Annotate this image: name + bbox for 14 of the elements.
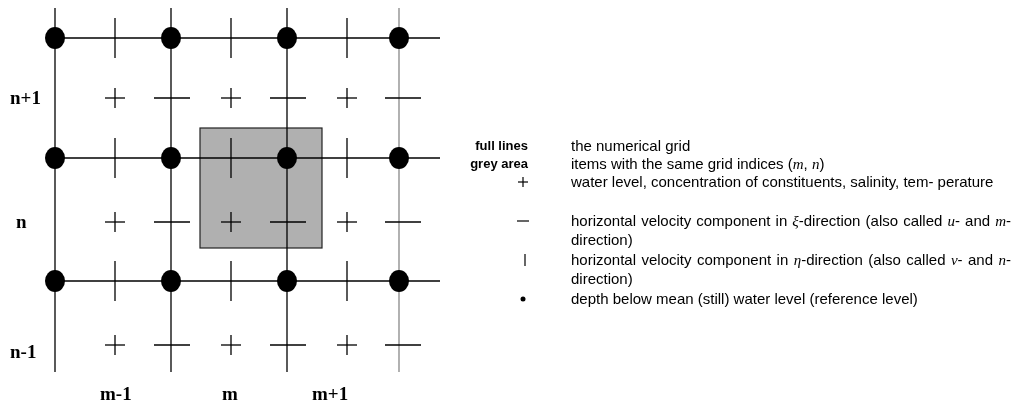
legend-term: full lines [475, 137, 528, 154]
grid-index-label: m-1 [100, 384, 132, 404]
grid-index-label: n+1 [10, 88, 41, 108]
grid-index-label: m [222, 384, 238, 404]
legend-text: items with the same grid indices (m, n) [571, 155, 826, 174]
legend-text: horizontal velocity component in η-direction (also called v- and n-direction) [571, 251, 1011, 287]
legend-term: grey area [470, 155, 528, 172]
legend-text: depth below mean (still) water level (reference level) [571, 290, 919, 308]
legend-text: the numerical grid [571, 137, 692, 155]
grid-index-label: n-1 [10, 342, 37, 362]
legend-text: horizontal velocity component in ξ-direction (also called u- and m-direction) [571, 212, 1011, 248]
legend-text: water level, concentration of constituents, salinity, tem- perature [571, 173, 995, 191]
grid-index-label: n [16, 212, 27, 232]
grid-index-label: m+1 [312, 384, 349, 404]
